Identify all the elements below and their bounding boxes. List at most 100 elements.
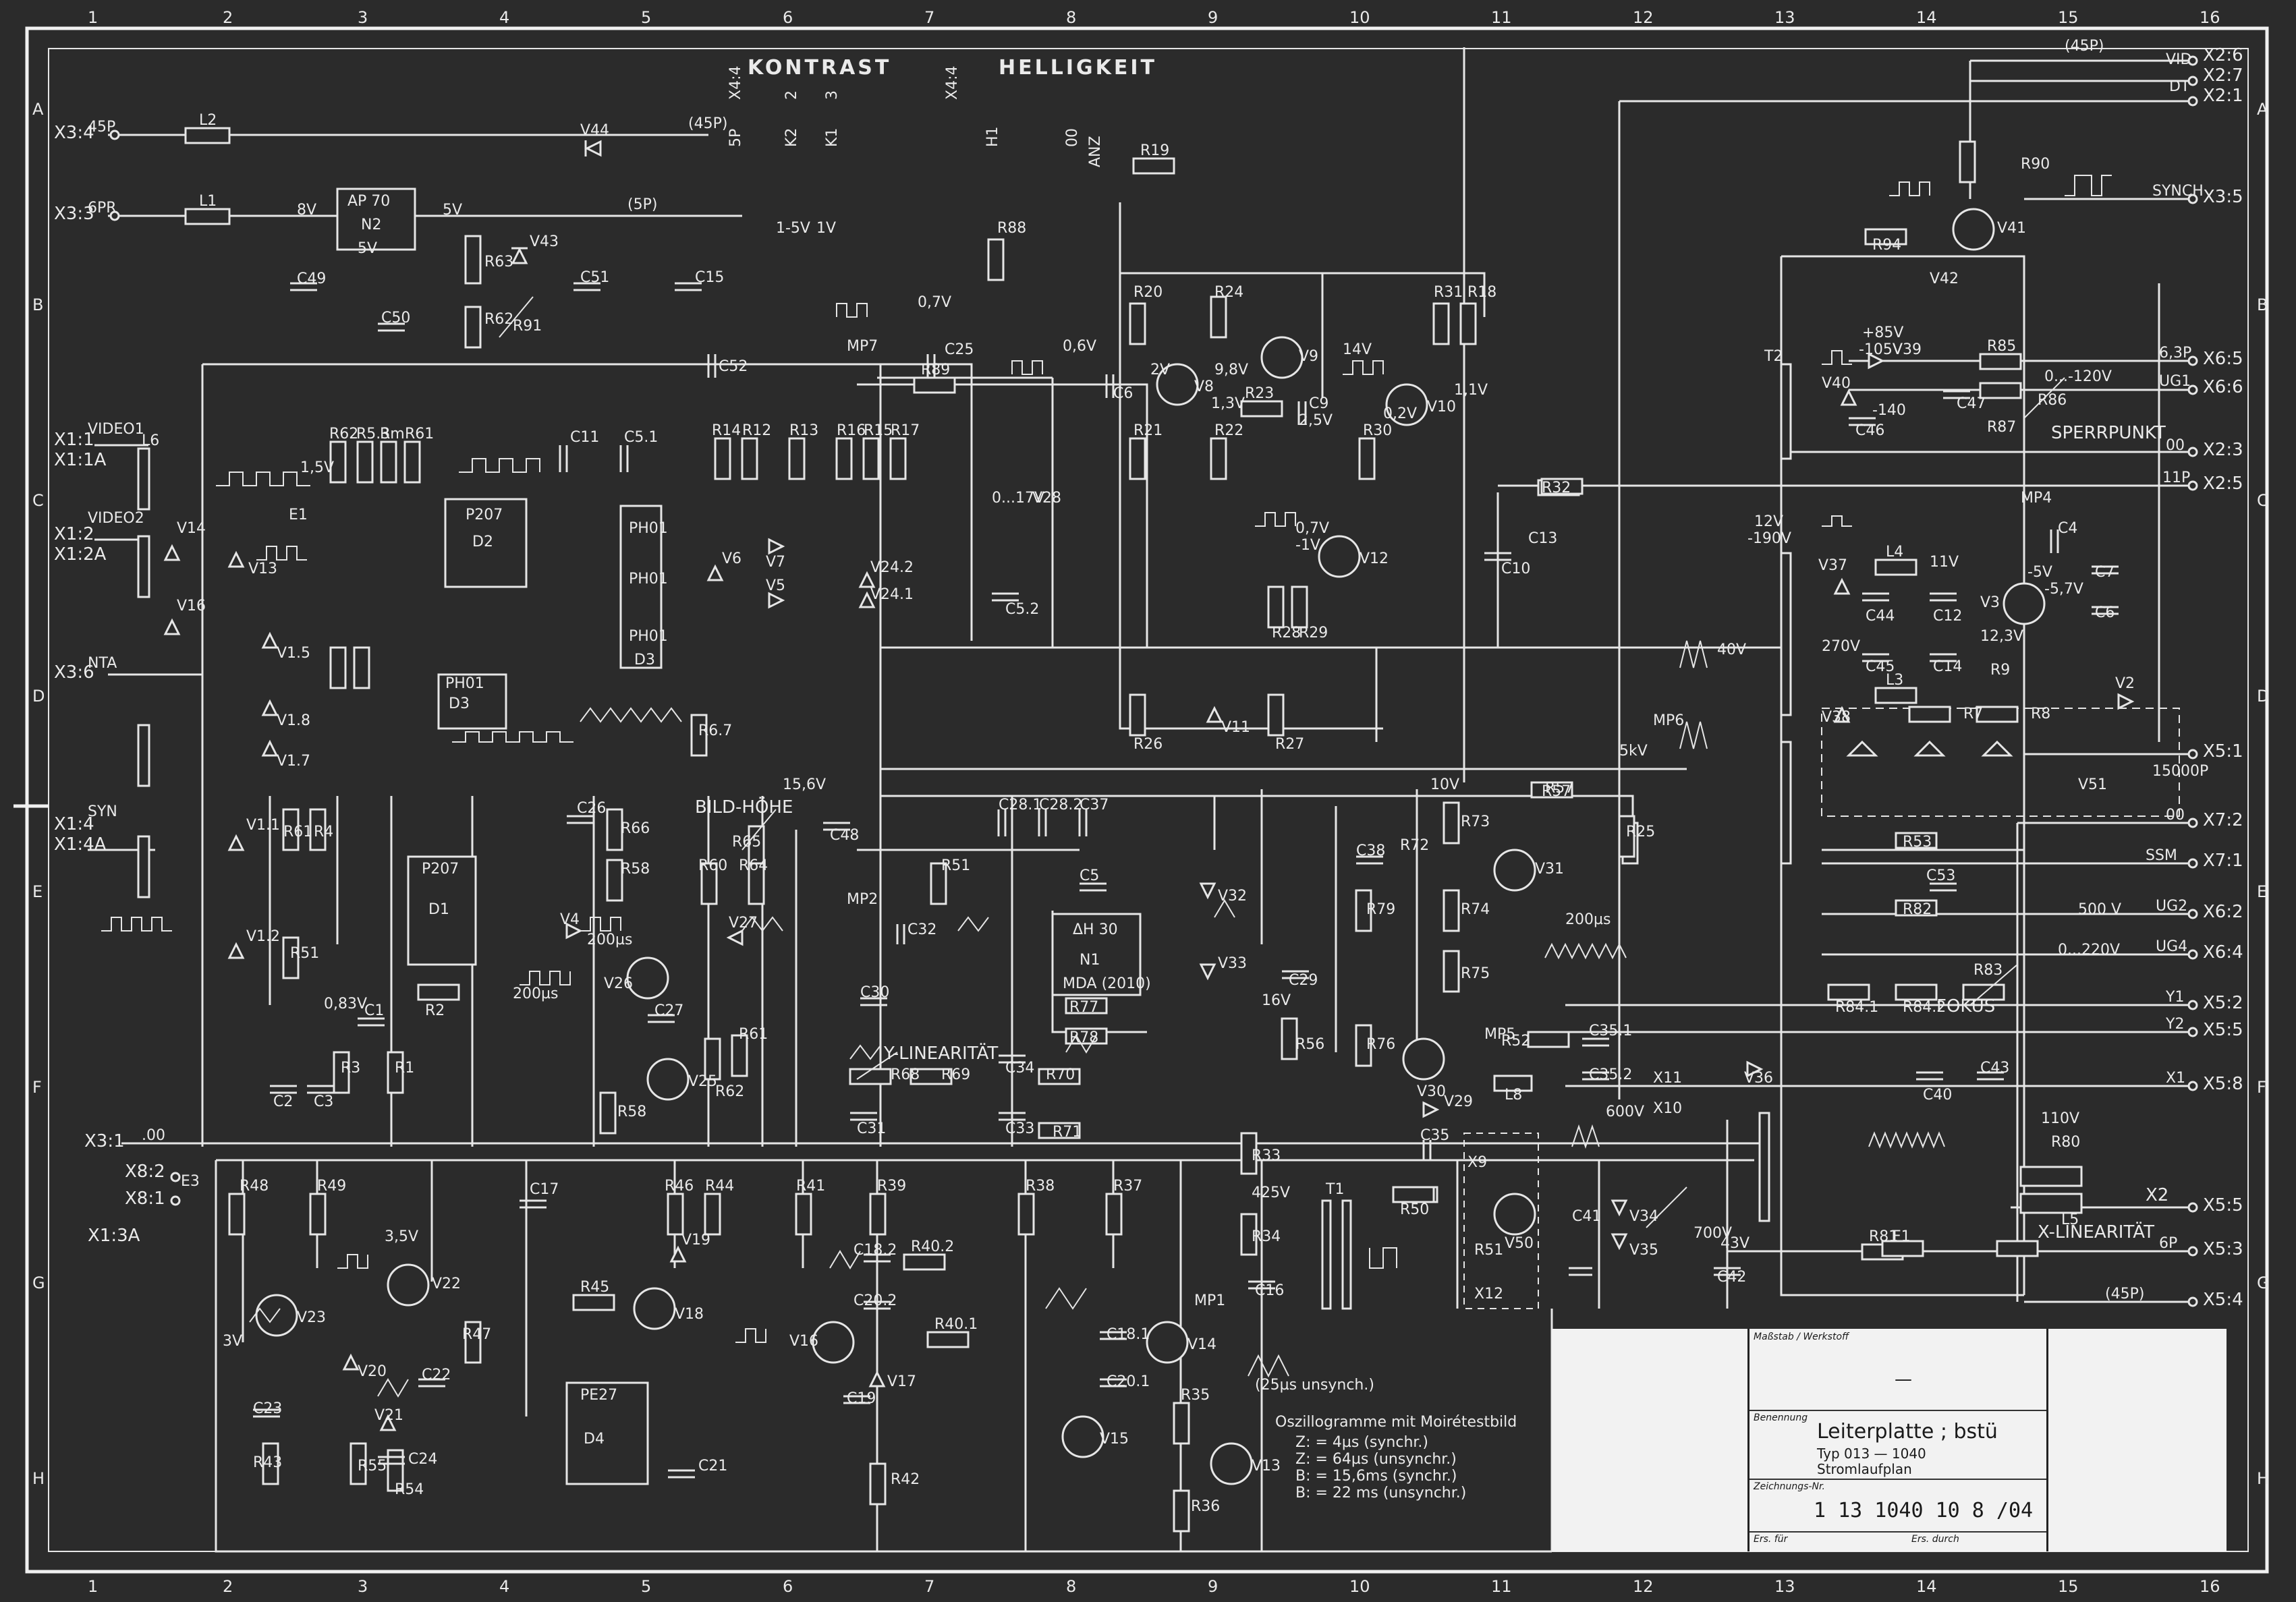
- svg-text:V13: V13: [248, 561, 277, 577]
- svg-text:5V: 5V: [358, 240, 377, 257]
- svg-text:V51: V51: [2078, 776, 2107, 793]
- svg-text:R2: R2: [425, 1002, 445, 1019]
- svg-text:V11: V11: [1221, 719, 1250, 736]
- drawing-subtitle: Stromlaufplan: [1817, 1461, 1912, 1477]
- svg-text:C28.2: C28.2: [1039, 797, 1082, 813]
- svg-text:4: 4: [499, 1577, 509, 1596]
- svg-text:ΔH 30: ΔH 30: [1073, 921, 1118, 938]
- svg-text:R42: R42: [891, 1471, 920, 1488]
- svg-text:R66: R66: [621, 820, 650, 837]
- svg-text:V44: V44: [580, 122, 609, 139]
- svg-text:D2: D2: [472, 534, 493, 550]
- svg-text:R69: R69: [941, 1066, 970, 1083]
- svg-text:R94: R94: [1872, 237, 1901, 254]
- bild-hoehe-heading: BILD-HÖHE: [695, 796, 793, 818]
- svg-text:110V: 110V: [2041, 1110, 2079, 1127]
- svg-text:X10: X10: [1653, 1100, 1682, 1117]
- svg-text:SSM: SSM: [2146, 847, 2177, 864]
- svg-text:2: 2: [223, 1577, 233, 1596]
- svg-text:L5: L5: [2061, 1211, 2079, 1228]
- svg-text:V21: V21: [374, 1407, 403, 1424]
- svg-text:V14: V14: [1187, 1336, 1216, 1353]
- svg-text:R53: R53: [1903, 834, 1932, 851]
- svg-text:X5:5: X5:5: [2203, 1020, 2243, 1040]
- svg-text:00: 00: [2166, 437, 2185, 454]
- svg-text:R57: R57: [1542, 783, 1571, 800]
- svg-text:R76: R76: [1366, 1036, 1395, 1053]
- svg-text:2V: 2V: [1150, 362, 1170, 378]
- integrated-circuits: [336, 188, 1142, 1485]
- svg-text:L4: L4: [1886, 544, 1903, 561]
- svg-text:C37: C37: [1080, 797, 1109, 813]
- svg-text:N2: N2: [361, 217, 381, 233]
- svg-text:MP6: MP6: [1653, 712, 1684, 729]
- svg-text:V16: V16: [789, 1333, 818, 1350]
- svg-text:16: 16: [2200, 8, 2220, 27]
- svg-text:V19: V19: [681, 1232, 710, 1249]
- grid-columns-bottom: 1 2 3 4 5 6 7 8 9 10 11 12 13 14 15 16: [88, 1577, 2220, 1596]
- svg-text:V14: V14: [177, 520, 206, 537]
- svg-text:3: 3: [824, 90, 841, 100]
- title-block: Maßstab / Werkstoff — Benennung Leiterpl…: [1552, 1329, 2227, 1551]
- inductors: [137, 127, 2083, 1214]
- svg-text:12: 12: [1633, 8, 1654, 27]
- svg-text:D: D: [32, 687, 45, 706]
- svg-text:R51: R51: [290, 945, 319, 962]
- svg-text:R28: R28: [1272, 625, 1301, 641]
- svg-text:R91: R91: [513, 318, 542, 335]
- svg-text:V12: V12: [1360, 550, 1389, 567]
- svg-text:MP7: MP7: [847, 338, 878, 355]
- svg-text:V24.2: V24.2: [870, 559, 914, 576]
- svg-text:R6.7: R6.7: [698, 722, 732, 739]
- svg-text:R30: R30: [1363, 422, 1392, 439]
- svg-text:X1:1: X1:1: [54, 430, 94, 450]
- caption-number: Zeichnungs-Nr.: [1754, 1481, 1825, 1492]
- svg-text:40V: 40V: [1717, 641, 1746, 658]
- svg-text:V22: V22: [432, 1276, 461, 1292]
- svg-text:R58: R58: [617, 1104, 646, 1120]
- svg-text:C34: C34: [1005, 1060, 1034, 1077]
- svg-text:C19: C19: [847, 1390, 876, 1407]
- svg-text:R3: R3: [341, 1060, 360, 1077]
- svg-text:R40.2: R40.2: [911, 1238, 954, 1255]
- svg-text:0...220V: 0...220V: [2058, 942, 2120, 959]
- svg-text:R55: R55: [358, 1458, 387, 1475]
- svg-text:9: 9: [1208, 8, 1218, 27]
- svg-text:R90: R90: [2021, 156, 2050, 173]
- svg-text:Y2: Y2: [2165, 1016, 2184, 1033]
- svg-text:1V: 1V: [816, 220, 836, 237]
- svg-text:C15: C15: [695, 269, 724, 286]
- svg-text:(45P): (45P): [2105, 1286, 2144, 1303]
- ic-labels: AP 70 N2 P207 D2 PH01 D3 PH01 PH01 PH01 …: [347, 193, 1151, 1448]
- svg-text:R79: R79: [1366, 901, 1395, 918]
- svg-text:C52: C52: [719, 358, 748, 375]
- svg-text:2,5V: 2,5V: [1299, 412, 1333, 429]
- svg-text:D3: D3: [634, 652, 655, 668]
- svg-text:R4: R4: [314, 824, 333, 840]
- svg-text:VID: VID: [2166, 51, 2191, 68]
- svg-text:VIDEO1: VIDEO1: [88, 421, 144, 438]
- svg-text:C4: C4: [2058, 520, 2077, 537]
- right-connectors: X2:6 X2:7 X2:1 X3:5 X6:5 X6:6 X2:3 X2:5 …: [2146, 45, 2243, 1310]
- svg-text:X1:4: X1:4: [54, 814, 94, 834]
- svg-text:R45: R45: [580, 1279, 609, 1296]
- svg-text:1,5V: 1,5V: [300, 459, 334, 476]
- svg-text:E3: E3: [181, 1173, 200, 1190]
- svg-text:UG2: UG2: [2156, 898, 2187, 915]
- svg-text:V50: V50: [1505, 1235, 1534, 1252]
- svg-text:C18.2: C18.2: [853, 1242, 897, 1259]
- svg-text:X1:3A: X1:3A: [88, 1226, 140, 1246]
- sheet-frame: [25, 26, 2269, 1574]
- svg-text:Z: = 64µs (unsynchr.): Z: = 64µs (unsynchr.): [1295, 1451, 1457, 1468]
- svg-text:6: 6: [783, 8, 793, 27]
- svg-text:C48: C48: [830, 827, 859, 844]
- svg-text:C2: C2: [273, 1093, 293, 1110]
- svg-text:R34: R34: [1252, 1228, 1281, 1245]
- svg-text:PH01: PH01: [629, 520, 668, 537]
- svg-text:Rm: Rm: [380, 426, 405, 442]
- svg-text:R72: R72: [1400, 837, 1429, 854]
- svg-text:8V: 8V: [297, 202, 316, 219]
- svg-text:X3:3: X3:3: [54, 204, 94, 224]
- svg-text:15000P: 15000P: [2152, 763, 2208, 780]
- svg-text:R61: R61: [405, 426, 434, 442]
